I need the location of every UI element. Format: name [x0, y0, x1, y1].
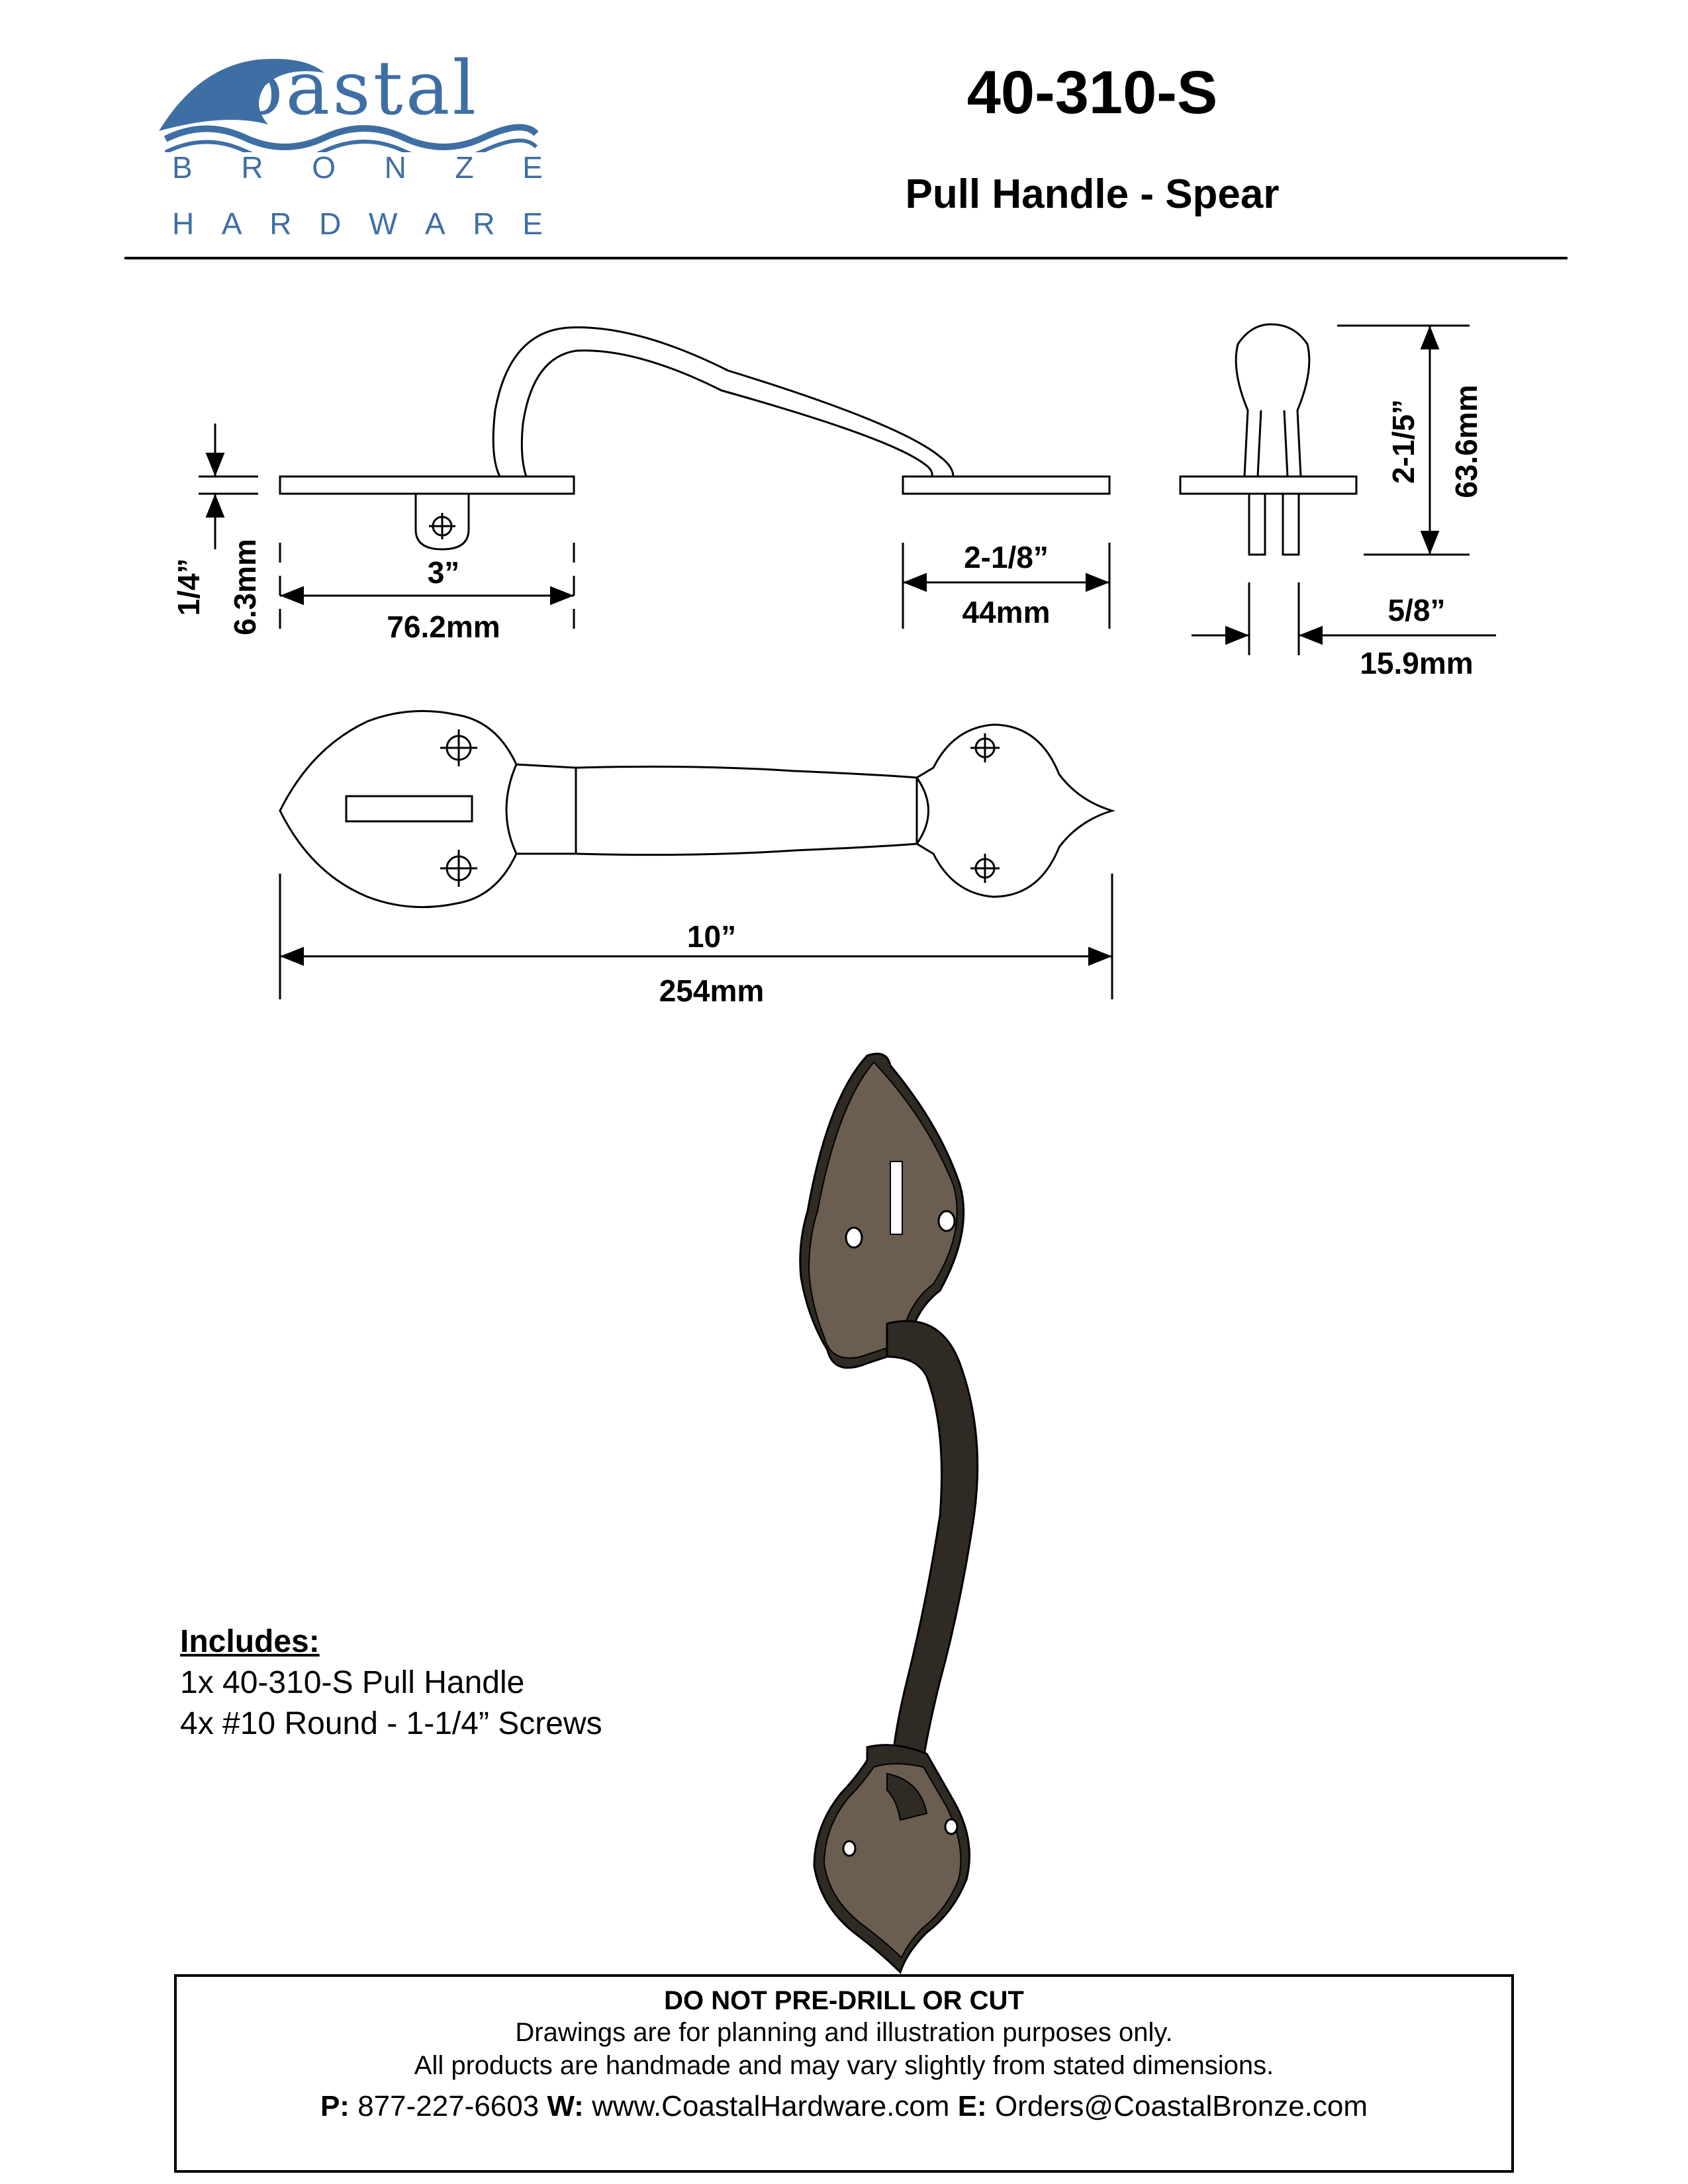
logo-letter: E — [522, 206, 543, 241]
handle-render — [799, 1052, 979, 1974]
list-item: 4x #10 Round - 1-1/4” Screws — [180, 1706, 602, 1741]
logo-letter: R — [269, 206, 292, 241]
projection-mm-label: 63.6mm — [1449, 385, 1483, 498]
notice-heading: DO NOT PRE-DRILL OR CUT — [664, 1986, 1024, 2015]
list-item: 1x 40-310-S Pull Handle — [180, 1665, 525, 1700]
dimension-lines — [199, 324, 1496, 999]
top-view — [279, 709, 1116, 909]
grip-width-in-label: 5/8” — [1387, 593, 1446, 627]
email-link[interactable]: Orders@CoastalBronze.com — [994, 2090, 1368, 2122]
logo-letter: D — [319, 206, 342, 241]
overall-length-in-label: 10” — [686, 919, 737, 954]
product-code: 40-310-S — [966, 59, 1218, 126]
logo-letter: O — [312, 150, 336, 185]
thickness-mm-label: 6.3mm — [228, 539, 262, 635]
thickness-in-label: 1/4” — [171, 558, 206, 616]
phone-number[interactable]: 877-227-6603 — [357, 2090, 539, 2122]
notice-line-1: Drawings are for planning and illustrati… — [515, 2018, 1173, 2047]
includes-title: Includes: — [180, 1624, 320, 1659]
product-name: Pull Handle - Spear — [905, 171, 1280, 217]
plate-width-in-label: 2-1/8” — [964, 540, 1049, 574]
post-spacing-mm-label: 76.2mm — [387, 610, 500, 644]
phone-label: P: — [320, 2090, 350, 2122]
end-view — [1179, 323, 1358, 556]
logo-letter: Z — [455, 150, 474, 185]
includes-list: Includes: 1x 40-310-S Pull Handle 4x #10… — [180, 1621, 602, 1745]
header-divider — [124, 257, 1568, 259]
logo-letter: A — [425, 206, 445, 241]
notice-box: DO NOT PRE-DRILL OR CUT Drawings are for… — [174, 1974, 1514, 2173]
plate-width-mm-label: 44mm — [962, 595, 1051, 629]
website-link[interactable]: www.CoastalHardware.com — [592, 2090, 950, 2122]
wave-logo-icon — [159, 58, 539, 152]
logo-wordmark: oastal — [238, 46, 479, 132]
logo-letter: A — [221, 206, 242, 241]
logo-letter: R — [473, 206, 495, 241]
web-label: W: — [547, 2090, 584, 2122]
contact-line: P: 877-227-6603 W: www.CoastalHardware.c… — [177, 2090, 1511, 2123]
logo-letter: R — [241, 150, 263, 185]
logo-letter: H — [172, 206, 195, 241]
projection-in-label: 2-1/5” — [1386, 399, 1421, 484]
overall-length-mm-label: 254mm — [659, 974, 765, 1008]
side-view — [279, 326, 1111, 551]
logo-letter: N — [384, 150, 406, 185]
post-spacing-in-label: 3” — [427, 555, 460, 590]
grip-width-mm-label: 15.9mm — [1360, 646, 1474, 680]
email-label: E: — [957, 2090, 987, 2122]
logo-letter: W — [368, 206, 398, 241]
logo-letter: B — [172, 150, 193, 185]
notice-line-2: All products are handmade and may vary s… — [414, 2051, 1274, 2080]
logo-letter: E — [522, 150, 543, 185]
